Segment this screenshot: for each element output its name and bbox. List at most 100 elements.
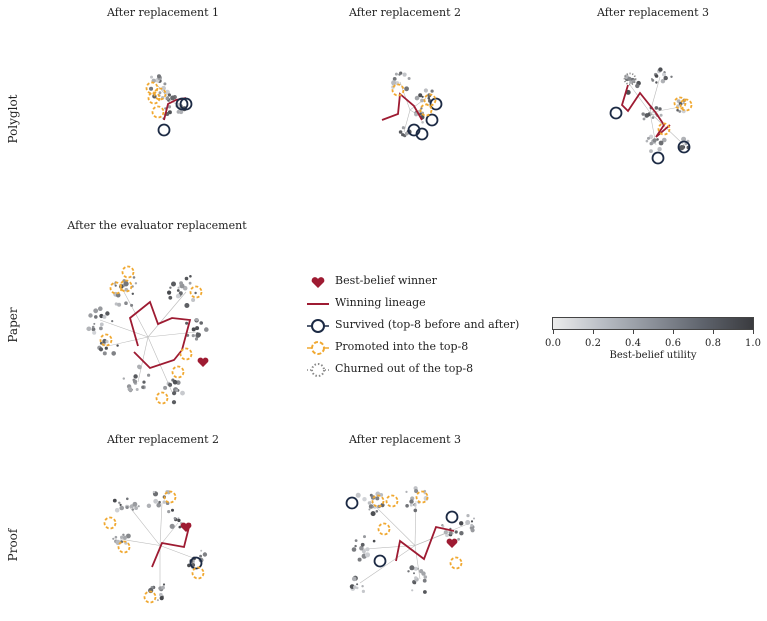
tree-node [629,80,633,84]
tree-node [402,72,407,77]
tree-node [648,134,654,139]
winner-heart-icon [197,357,209,367]
promoted-ring-icon [385,494,399,508]
promoted-ring-icon [121,265,135,279]
promoted-ring-icon [673,96,687,110]
tree-node [172,379,178,385]
tree-node [184,276,189,281]
promoted-ring-icon [103,516,117,530]
panel-title-polyglot-1: After replacement 1 [106,6,219,19]
tree-node [180,390,185,396]
tree-node [166,490,171,495]
tree-node [112,498,117,503]
tree-node [141,385,145,389]
promoted-ring-icon [179,347,193,361]
graph-polyglot-1 [130,60,210,140]
graph-polyglot-2 [370,60,450,160]
tree-node [159,596,164,601]
winner-heart-icon [446,538,458,548]
tree-node [114,507,120,513]
tree-node [392,77,397,81]
tree-node [98,347,104,352]
winning-lineage-line [128,300,192,370]
tree-node [191,327,196,332]
tree-node [94,315,98,319]
tree-node [684,142,688,146]
tree-edge [147,291,187,338]
tree-node [375,496,380,501]
tree-node [173,517,177,520]
tree-node [111,351,116,356]
tree-graph-svg [381,71,443,141]
promoted-ring-icon [143,590,157,604]
promoted-ring-icon [371,494,385,508]
tree-node [411,589,414,592]
tree-node [627,76,632,81]
tree-node [119,503,122,506]
tree-node [93,322,96,325]
tree-node [449,531,453,535]
tree-node [150,75,153,79]
tree-node [459,521,464,526]
legend-label: Winning lineage [335,296,426,309]
tree-node [177,286,180,289]
panel-title-proof-3: After replacement 3 [348,433,461,446]
tree-node [86,326,92,332]
tree-node [354,544,357,548]
colorbar-tick: 0.2 [585,338,601,349]
tree-node [679,145,685,151]
tree-node [368,508,371,511]
tree-node [149,86,154,91]
tree-node [354,539,358,542]
tree-node [404,86,409,92]
promoted-ring-icon [155,391,169,405]
row-label-paper: Paper [6,307,20,343]
promoted-ring-icon [419,103,433,117]
winning-lineage-line [395,525,455,562]
tree-edge [359,545,416,584]
tree-node [678,110,682,113]
tree-node [185,321,189,325]
tree-node [111,320,114,323]
tree-node [99,322,104,327]
tree-node [168,382,173,387]
tree-node [134,506,138,510]
tree-node [167,290,172,295]
promoted-ring-icon [119,279,133,293]
lineage-line-icon [307,303,329,305]
tree-edge [137,336,149,383]
tree-node [167,105,172,109]
tree-node [372,505,375,508]
tree-node [663,75,668,81]
tree-graph-svg [103,490,208,604]
tree-node [188,281,192,285]
tree-node [375,510,379,513]
tree-node [466,514,470,518]
legend-label: Best-belief winner [335,274,437,287]
tree-node [365,547,370,552]
tree-node [368,504,374,509]
promoted-ring-icon [657,122,671,136]
promoted-ring-icon [99,333,113,347]
tree-node [409,499,414,504]
survived-ring-icon [425,113,439,127]
tree-node [351,576,357,582]
survived-ring-icon [445,510,459,524]
tree-node [137,364,142,369]
tree-node [171,508,174,512]
tree-node [398,73,401,76]
tree-node [163,385,168,390]
tree-node [407,570,410,573]
tree-node [199,321,203,325]
tree-node [189,275,192,278]
tree-node [660,79,666,84]
winning-lineage-line [151,522,191,568]
tree-node [414,503,417,507]
tree-edge [414,545,421,580]
tree-node [659,113,663,117]
tree-node [127,386,133,392]
tree-node [651,79,655,82]
tree-node [91,325,95,329]
tree-node [370,511,376,517]
promoted-ring-icon [147,91,161,105]
